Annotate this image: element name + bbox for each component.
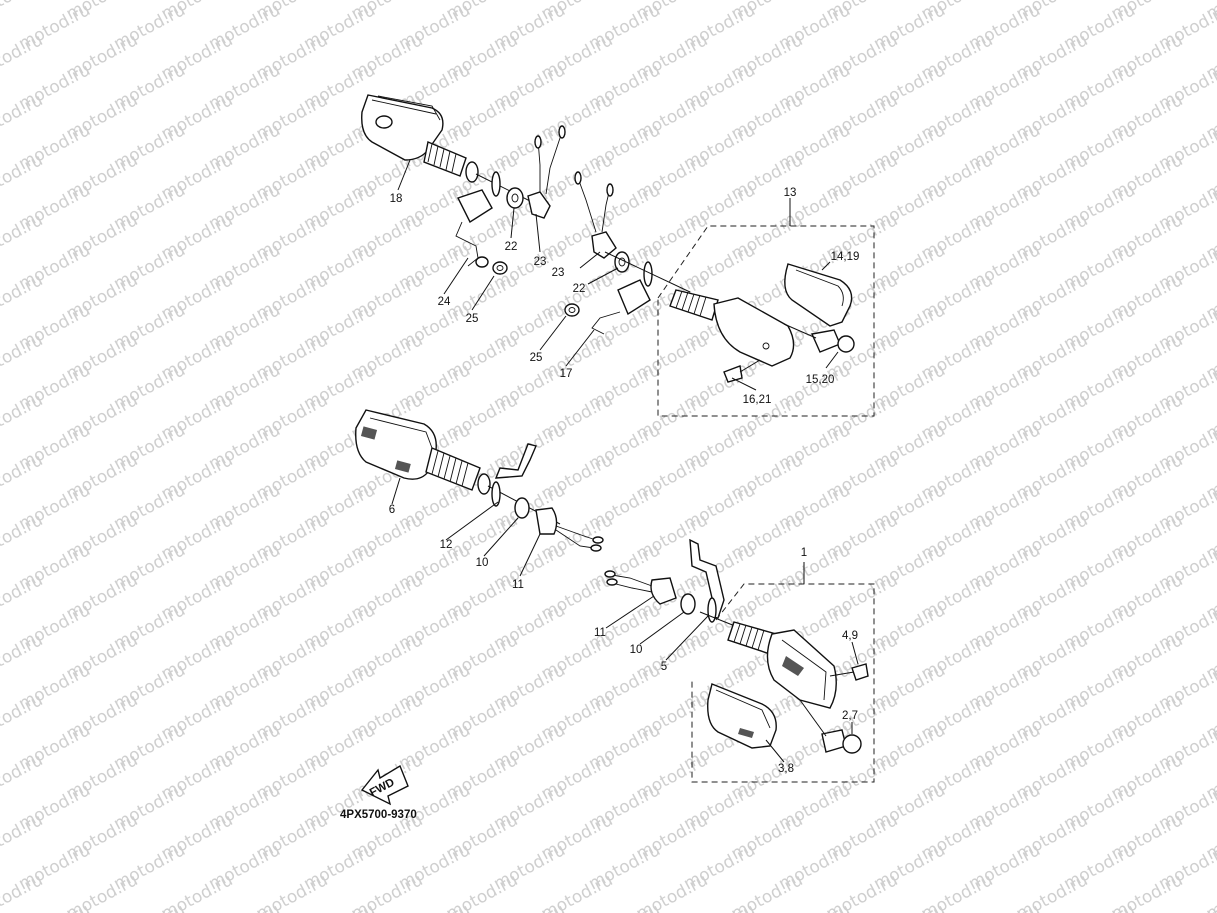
watermark-text: motod.ru xyxy=(965,900,1043,913)
label-1: 1 xyxy=(801,547,807,559)
watermark-text: motod.ru xyxy=(0,750,46,804)
cord-holder-23 xyxy=(527,191,551,219)
watermark-text: motod.ru xyxy=(680,900,758,913)
label-22-top: 22 xyxy=(505,241,518,253)
watermark-text: motod.ru xyxy=(0,690,46,744)
watermark-text: motod.ru xyxy=(15,900,93,913)
watermark-text: motod.ru xyxy=(205,900,283,913)
bulb-2-7 xyxy=(821,729,847,753)
flasher-assembly-rear-left xyxy=(361,94,566,275)
watermark-text: motod.ru xyxy=(0,30,46,84)
label-11-left: 11 xyxy=(512,579,524,591)
watermark-text: motod.ru xyxy=(0,510,46,564)
watermark-text: motod.ru xyxy=(1060,900,1138,913)
flasher-assembly-front-right xyxy=(604,538,875,783)
watermark-text: motod.ru xyxy=(0,150,46,204)
watermark-text: motod.ru xyxy=(0,450,46,504)
washer-10 xyxy=(514,497,530,519)
flasher-assembly-rear-right xyxy=(564,171,875,417)
label-5: 5 xyxy=(661,661,667,673)
leader-lines xyxy=(391,159,859,763)
screw-4-9 xyxy=(851,663,869,681)
label-23-mid: 23 xyxy=(552,267,565,279)
socket-11 xyxy=(535,507,558,535)
label-13: 13 xyxy=(784,187,797,199)
watermark-text: motod.ru xyxy=(0,810,46,864)
watermark-text: motod.ru xyxy=(0,0,46,24)
label-25-top: 25 xyxy=(466,313,479,325)
watermark-text: motod.ru xyxy=(0,630,46,684)
label-10-right: 10 xyxy=(630,644,643,656)
label-10-left: 10 xyxy=(476,557,489,569)
watermark-text: motod.ru xyxy=(490,900,568,913)
label-2-7: 2,7 xyxy=(842,710,858,722)
lens-14-19 xyxy=(784,263,853,327)
watermark-text: motod.ru xyxy=(870,900,948,913)
watermark-text: motod.ru xyxy=(395,900,473,913)
watermark-text: motod.ru xyxy=(0,210,46,264)
watermark-text: motod.ru xyxy=(300,900,378,913)
watermark-text: motod.ru xyxy=(585,900,663,913)
label-22-mid: 22 xyxy=(573,283,586,295)
label-12: 12 xyxy=(440,539,453,551)
part-labels: 18 22 23 24 25 23 22 25 17 13 14,19 15,2… xyxy=(389,187,860,775)
watermark-text: motod.ru xyxy=(0,90,46,144)
label-24: 24 xyxy=(438,296,451,308)
watermark-text: motod.ru xyxy=(0,870,46,913)
label-3-8: 3,8 xyxy=(778,763,794,775)
watermark-text: motod.ru xyxy=(0,390,46,444)
label-14-19: 14,19 xyxy=(831,251,860,263)
label-23-top: 23 xyxy=(534,256,547,268)
nut-25 xyxy=(492,261,508,275)
watermark-text: motod.ru xyxy=(110,900,188,913)
label-11-right: 11 xyxy=(594,627,606,639)
bracket-17 xyxy=(617,279,651,316)
lens-3-8 xyxy=(707,683,777,749)
screw-16-21 xyxy=(723,365,743,383)
watermark-text: motod.ru xyxy=(0,330,46,384)
label-16-21: 16,21 xyxy=(743,394,772,406)
flasher-housing-13 xyxy=(713,297,795,367)
label-4-9: 4,9 xyxy=(842,630,858,642)
label-17: 17 xyxy=(560,368,573,380)
fwd-arrow: FWD xyxy=(360,764,409,806)
diagram-code: 4PX5700-9370 xyxy=(340,809,417,821)
bulb-15-20 xyxy=(810,329,841,353)
grommet-22 xyxy=(506,187,524,209)
flasher-housing-6 xyxy=(355,409,437,480)
label-25-mid: 25 xyxy=(530,352,543,364)
flasher-assembly-front-left xyxy=(355,409,604,552)
watermark-text: motod.ru xyxy=(0,570,46,624)
bracket-24 xyxy=(457,189,493,224)
watermark-text: motod.ru xyxy=(0,270,46,324)
label-6: 6 xyxy=(389,504,395,516)
label-18: 18 xyxy=(390,193,403,205)
label-15-20: 15,20 xyxy=(806,374,835,386)
watermark-text: motod.ru xyxy=(775,900,853,913)
bracket-12 xyxy=(494,443,537,479)
